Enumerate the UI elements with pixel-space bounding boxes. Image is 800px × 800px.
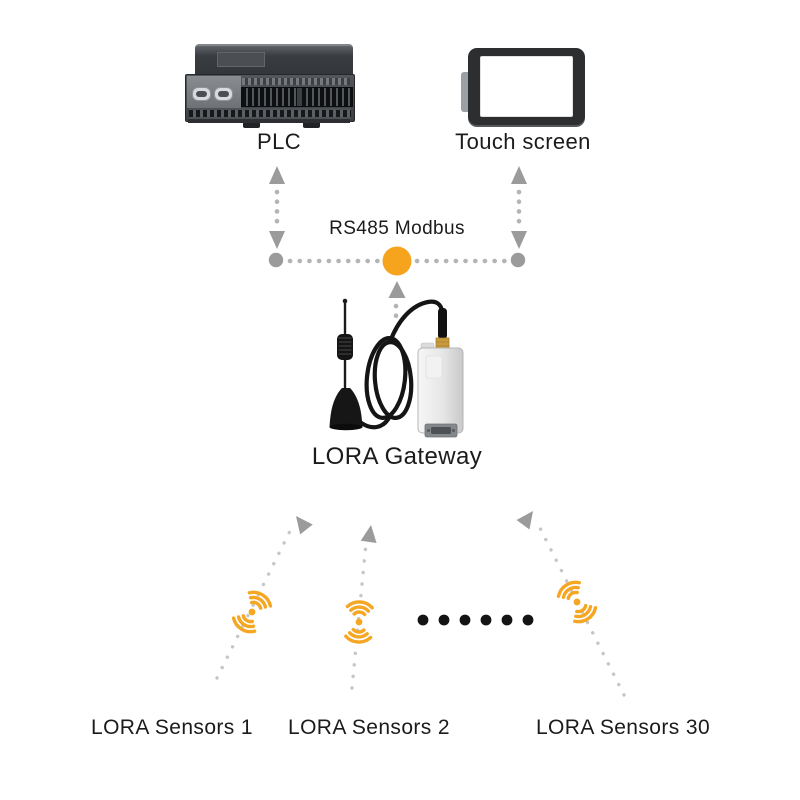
wireless-signal-icon xyxy=(229,586,275,638)
plc-screw-row xyxy=(242,78,350,85)
sensor-30-label: LORA Sensors 30 xyxy=(535,716,711,739)
plc-top-face xyxy=(195,44,353,78)
sensors-ellipsis xyxy=(417,614,534,626)
plc-port-panel xyxy=(187,76,241,108)
sma-connector-icon xyxy=(435,337,450,351)
sensor-1-uplink xyxy=(215,516,313,680)
up-arrowhead-icon xyxy=(388,281,406,298)
antenna-icon xyxy=(329,298,363,431)
gateway-device-image xyxy=(329,298,464,438)
coax-cable xyxy=(357,299,445,430)
serial-port-icon xyxy=(214,87,233,101)
up-arrowhead-icon xyxy=(360,525,377,543)
sensor-2-label: LORA Sensors 2 xyxy=(287,716,451,739)
plc-vent-row xyxy=(189,108,351,119)
up-arrowhead-icon xyxy=(516,511,533,530)
touch-screen-display xyxy=(480,56,573,117)
gateway-module-box xyxy=(417,342,464,438)
cable-ferrule xyxy=(438,308,447,339)
touchscreen-bus-double-arrow xyxy=(510,166,527,268)
down-arrowhead-icon xyxy=(269,231,285,249)
up-arrowhead-icon xyxy=(296,516,313,535)
serial-port-icon xyxy=(192,87,211,101)
bus-node-orange-dot xyxy=(382,246,412,276)
gateway-to-bus-arrow xyxy=(388,281,406,319)
touch-screen-label: Touch screen xyxy=(455,129,591,154)
up-arrowhead-icon xyxy=(269,166,285,184)
rs485-bus-line xyxy=(287,246,508,276)
plc-bus-double-arrow xyxy=(268,166,285,268)
down-arrowhead-icon xyxy=(511,231,527,249)
bus-endpoint-dot xyxy=(510,252,526,268)
sensor-30-uplink xyxy=(516,511,626,697)
sensor-2-uplink xyxy=(343,525,377,690)
plc-mounting-clip xyxy=(243,123,260,128)
touch-screen-frame xyxy=(468,48,585,125)
wireless-signal-icon xyxy=(343,599,375,645)
plc-terminal-strip xyxy=(241,87,353,107)
rs485-modbus-label: RS485 Modbus xyxy=(329,218,465,239)
sensor-1-label: LORA Sensors 1 xyxy=(90,716,254,739)
wireless-signal-icon xyxy=(553,576,601,628)
plc-label: PLC xyxy=(257,129,301,154)
touch-screen-image xyxy=(460,44,590,128)
plc-front-face xyxy=(185,74,355,122)
up-arrowhead-icon xyxy=(511,166,527,184)
plc-device-image xyxy=(185,44,355,128)
gateway-label: LORA Gateway xyxy=(311,443,483,470)
plc-nameplate xyxy=(217,52,265,67)
plc-bottom-rail xyxy=(188,119,350,123)
plc-mounting-clip xyxy=(303,123,320,128)
bus-endpoint-dot xyxy=(268,252,284,268)
